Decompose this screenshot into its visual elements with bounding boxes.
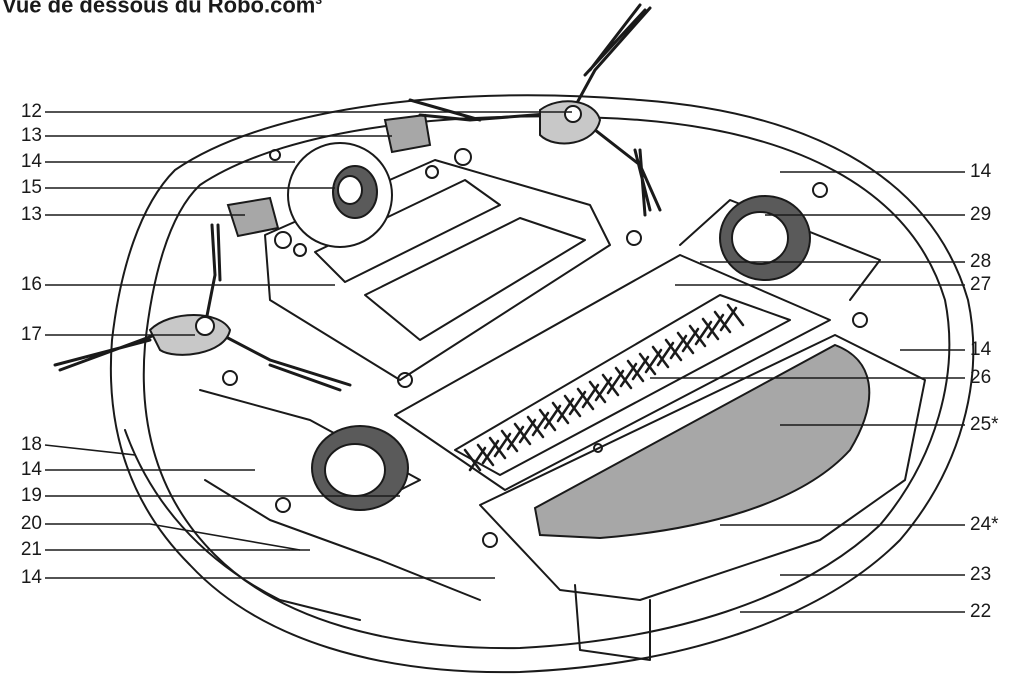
callout-16: 16 [20, 274, 42, 295]
callout-17: 17 [20, 324, 42, 345]
main-roller-bristles [463, 303, 745, 472]
callout-24: 24* [970, 514, 999, 535]
page-title: Vue de dessous du Robo.com3 [2, 0, 322, 16]
callout-27: 27 [970, 274, 992, 295]
callout-22: 22 [970, 601, 992, 622]
callout-12: 12 [20, 101, 42, 122]
callout-13: 13 [20, 125, 42, 146]
cliff-sensor-pad [226, 196, 280, 238]
callout-19: 19 [20, 485, 42, 506]
callout-20: 20 [20, 513, 42, 534]
title-text: Vue de dessous du Robo.com [2, 0, 316, 18]
callout-14: 14 [970, 339, 992, 360]
brush-housing [394, 254, 831, 491]
callout-13: 13 [20, 204, 42, 225]
front-bumper-panel [479, 334, 926, 601]
title-superscript: 3 [315, 0, 323, 7]
callout-23: 23 [970, 564, 992, 585]
callout-14: 14 [20, 151, 42, 172]
battery-cover [264, 159, 611, 381]
callout-25: 25* [970, 414, 999, 435]
callout-29: 29 [970, 204, 992, 225]
callout-26: 26 [970, 367, 992, 388]
callout-21: 21 [20, 539, 42, 560]
callout-18: 18 [20, 434, 42, 455]
callout-28: 28 [970, 251, 992, 272]
callout-14: 14 [20, 567, 42, 588]
callout-15: 15 [20, 177, 42, 198]
cliff-sensor-pad [383, 113, 432, 154]
callout-14: 14 [20, 459, 42, 480]
dust-bin [574, 584, 651, 661]
callout-14: 14 [970, 161, 992, 182]
mop-pad [533, 343, 871, 540]
top-side-brush [570, 3, 652, 114]
